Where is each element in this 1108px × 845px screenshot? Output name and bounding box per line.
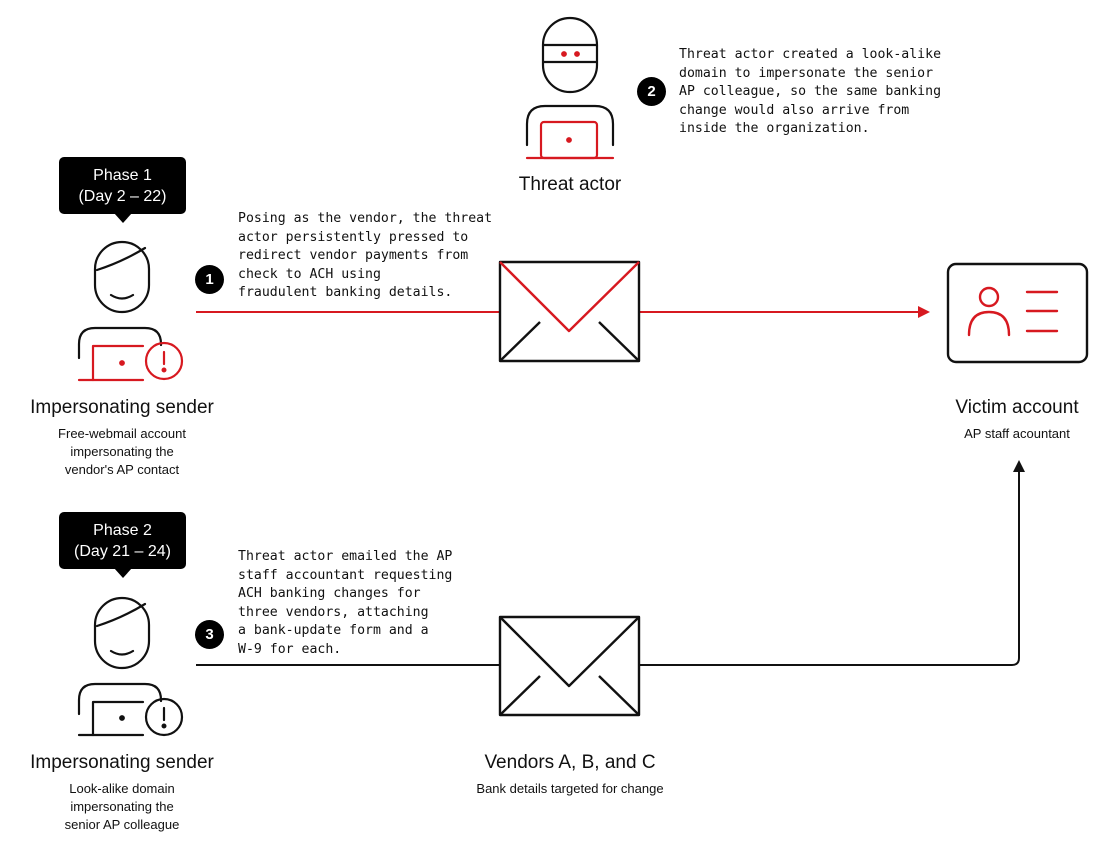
- vendors-title: Vendors A, B, and C: [484, 752, 656, 773]
- phase1-sender-desc: Free-webmail account impersonating the v…: [22, 425, 222, 479]
- note-line: check to ACH using: [238, 266, 381, 282]
- desc-line: Free-webmail account: [58, 426, 186, 441]
- step-2-badge: 2: [637, 77, 666, 106]
- phase1-bubble-title: Phase 1: [93, 167, 152, 184]
- vendors-desc: Bank details targeted for change: [476, 781, 664, 796]
- note-line: Threat actor emailed the AP: [238, 549, 453, 564]
- envelope-icon: [498, 615, 641, 717]
- note-line: change would also arrive from: [679, 102, 910, 118]
- note-line: AP colleague, so the same banking: [679, 84, 942, 100]
- step-1-badge: 1: [195, 265, 224, 294]
- threat-actor-note: Threat actor created a look-alike domain…: [679, 46, 941, 139]
- desc-line: Look-alike domain: [69, 781, 175, 796]
- desc-line: vendor's AP contact: [64, 462, 180, 477]
- phase1-bubble: Phase 1 (Day 2 – 22): [59, 157, 186, 223]
- phase2-arrowhead: [1013, 460, 1025, 472]
- hooded-hacker-with-laptop-icon: [525, 16, 615, 160]
- victim-desc: AP staff acountant: [964, 426, 1070, 441]
- note-line: redirect vendor payments from: [238, 248, 469, 264]
- phase2-sender-desc: Look-alike domain impersonating the seni…: [22, 780, 222, 834]
- phase2-note: Threat actor emailed the AP staff accoun…: [238, 548, 452, 660]
- person-with-laptop-alert-icon: [77, 240, 184, 382]
- phase2-bubble-days: (Day 21 – 24): [74, 543, 171, 560]
- phase1-connector: [196, 306, 930, 318]
- note-line: a bank-update form and a: [238, 623, 429, 639]
- person-with-laptop-alert-icon: [77, 596, 184, 737]
- phase1-note: Posing as the vendor, the threat actor p…: [238, 210, 492, 303]
- desc-line: impersonating the: [70, 444, 174, 459]
- note-line: Threat actor created a look-alike: [679, 47, 942, 62]
- note-line: Posing as the vendor, the threat: [238, 211, 493, 226]
- note-line: three vendors, attaching: [238, 604, 429, 620]
- step-3-badge: 3: [195, 620, 224, 649]
- threat-actor-label: Threat actor: [518, 174, 622, 195]
- id-card-icon: [946, 262, 1089, 364]
- note-line: W-9 for each.: [238, 641, 342, 657]
- note-line: ACH banking changes for: [238, 586, 421, 602]
- note-line: domain to impersonate the senior: [679, 65, 934, 81]
- note-line: actor persistently pressed to: [238, 229, 469, 245]
- phase2-sender-title: Impersonating sender: [30, 752, 214, 773]
- note-line: staff accountant requesting: [238, 567, 453, 583]
- phase1-sender-title: Impersonating sender: [30, 397, 214, 418]
- victim-title: Victim account: [955, 397, 1079, 418]
- desc-line: impersonating the: [70, 799, 174, 814]
- phase2-bubble: Phase 2 (Day 21 – 24): [59, 512, 186, 578]
- phase2-connector: [196, 460, 1025, 666]
- desc-line: senior AP colleague: [64, 817, 180, 832]
- note-line: inside the organization.: [679, 121, 870, 137]
- phase2-bubble-title: Phase 2: [93, 522, 152, 539]
- note-line: fraudulent banking details.: [238, 285, 453, 301]
- phase1-bubble-days: (Day 2 – 22): [78, 188, 167, 205]
- phase1-arrowhead: [918, 306, 930, 318]
- envelope-icon: [498, 260, 641, 363]
